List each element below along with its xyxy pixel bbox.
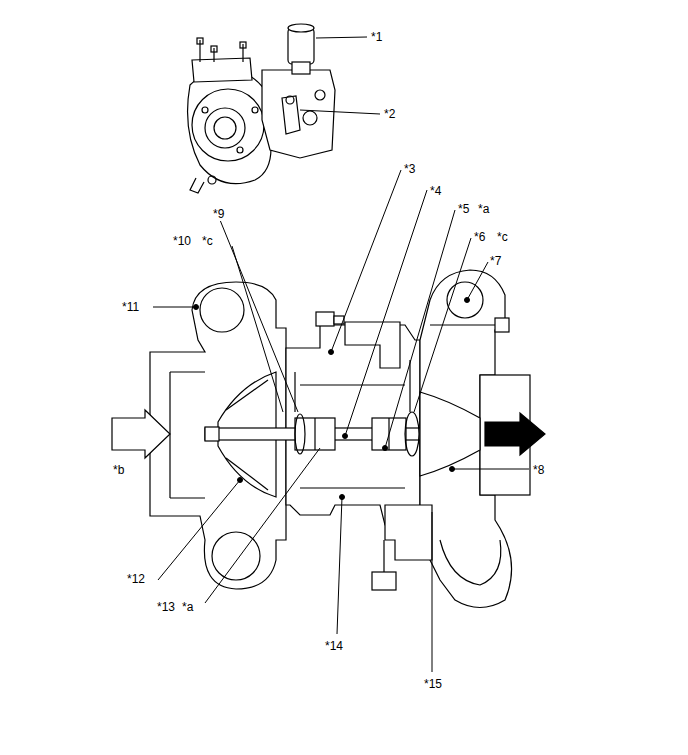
callout-number: *c <box>496 230 509 244</box>
illustration-line <box>170 371 205 372</box>
illustration-line <box>286 96 294 104</box>
leader-lines <box>153 37 529 672</box>
illustration-line <box>383 540 384 572</box>
illustration-line <box>237 147 243 153</box>
callout-number: *10 <box>172 234 192 248</box>
callout-number: *b <box>112 463 125 477</box>
illustration-line <box>345 190 427 436</box>
callout-number: *2 <box>383 107 396 121</box>
callout-number: *12 <box>126 572 146 586</box>
callout-number: *6 <box>473 230 486 244</box>
illustration-line <box>188 70 271 184</box>
illustration-line <box>345 322 400 368</box>
illustration-line <box>262 70 335 158</box>
callout-number: *15 <box>423 677 443 691</box>
illustration-line <box>238 478 243 483</box>
illustration-line <box>405 412 419 456</box>
illustration-line <box>199 40 200 62</box>
illustration-line <box>343 434 348 439</box>
illustration-line <box>288 28 314 64</box>
callout-number: *a <box>181 600 194 614</box>
illustration-line <box>200 288 244 332</box>
illustration-line <box>213 48 214 62</box>
illustration-line <box>331 170 401 352</box>
callout-number: *5 <box>457 202 470 216</box>
illustration-line <box>450 467 455 472</box>
illustration-line <box>300 487 405 488</box>
illustration-line <box>340 495 345 500</box>
illustration-line <box>292 62 310 74</box>
illustration-line <box>329 350 334 355</box>
callout-number: *7 <box>489 254 502 268</box>
callout-number: *3 <box>403 162 416 176</box>
cross-section <box>112 270 545 608</box>
illustration-line <box>315 90 325 100</box>
illustration-line <box>112 410 170 458</box>
illustration-line <box>372 572 396 590</box>
illustration-line <box>295 414 305 454</box>
illustration-line <box>383 446 388 451</box>
illustration-line <box>192 89 264 161</box>
illustration-line <box>214 117 236 139</box>
illustration-line <box>452 469 529 470</box>
illustration-line <box>495 318 509 332</box>
callout-number: *14 <box>324 639 344 653</box>
illustration-line <box>295 418 335 450</box>
illustration-line <box>316 312 334 326</box>
illustration-line <box>414 238 471 412</box>
illustration-line <box>485 413 545 455</box>
illustration-line <box>170 497 205 498</box>
illustration-line <box>432 512 433 672</box>
illustration-line <box>409 360 410 412</box>
illustration-line <box>205 448 320 603</box>
illustration-line <box>300 384 405 385</box>
illustration-line <box>208 176 216 184</box>
illustration-line <box>220 220 298 412</box>
illustration-line <box>153 307 196 308</box>
illustration-line <box>211 46 217 52</box>
illustration-line <box>226 458 268 490</box>
callout-number: *13 <box>156 600 176 614</box>
illustration-line <box>158 480 240 580</box>
illustration-line <box>240 42 246 48</box>
illustration-line <box>190 178 204 193</box>
illustration-line <box>205 108 245 148</box>
illustration-line <box>197 38 203 44</box>
illustration-line <box>440 540 501 585</box>
illustration-line <box>385 210 455 448</box>
illustration-line <box>194 305 199 310</box>
illustration-line <box>467 262 488 300</box>
illustration-line <box>226 380 268 410</box>
illustration-line <box>205 427 219 441</box>
illustration-line <box>430 324 495 325</box>
callout-number: *4 <box>429 184 442 198</box>
illustration-line <box>303 111 317 125</box>
illustration-line <box>232 246 283 412</box>
illustration-line <box>252 107 258 113</box>
illustration-line <box>420 392 480 476</box>
callout-number: *9 <box>212 207 225 221</box>
illustration-line <box>202 107 208 113</box>
callout-number: *11 <box>121 300 140 314</box>
illustration-line <box>314 418 315 450</box>
callout-number: *c <box>201 234 214 248</box>
illustration-line <box>242 44 243 62</box>
callout-number: *1 <box>370 30 383 44</box>
illustration-line <box>316 37 367 38</box>
exterior-view <box>188 24 335 193</box>
illustration-line <box>385 505 432 560</box>
illustration-line <box>447 282 483 318</box>
illustration-line <box>288 24 314 32</box>
illustration-line <box>337 497 342 634</box>
illustration-line <box>300 110 380 114</box>
callout-number: *8 <box>532 463 545 477</box>
callout-number: *a <box>477 202 490 216</box>
illustration-line <box>465 298 470 303</box>
illustration-line <box>282 96 300 134</box>
